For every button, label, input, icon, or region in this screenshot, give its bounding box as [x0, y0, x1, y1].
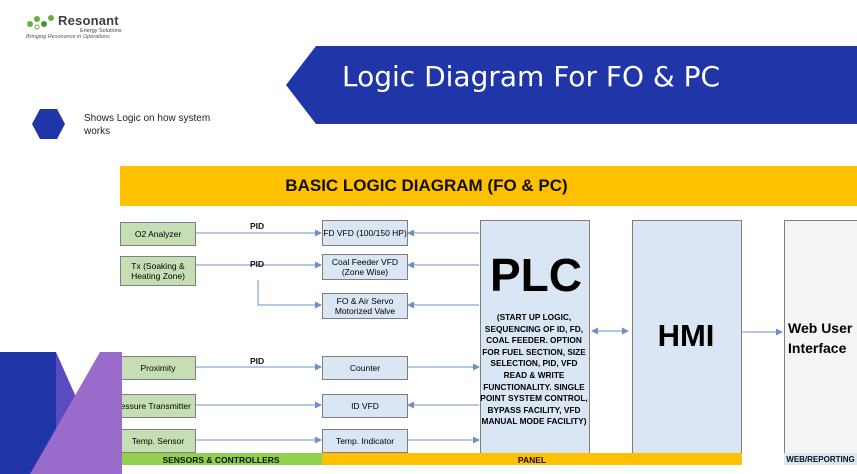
- hexagon-bullet-icon: [32, 109, 65, 139]
- logic-diagram: BASIC LOGIC DIAGRAM (FO & PC) O2 Ana: [120, 166, 857, 474]
- diagram-title: BASIC LOGIC DIAGRAM (FO & PC): [120, 166, 857, 206]
- web-interface-box: [784, 220, 857, 455]
- footer-panel: PANEL: [322, 453, 742, 465]
- resonant-logo-icon: [27, 15, 54, 30]
- ctrl-coal-feeder-vfd: Coal Feeder VFD (Zone Wise): [322, 254, 408, 280]
- plc-description: (START UP LOGIC, SEQUENCING OF ID, FD, C…: [480, 312, 588, 427]
- footer-sensors: SENSORS & CONTROLLERS: [120, 453, 322, 465]
- logo-name: Resonant: [58, 13, 119, 28]
- sensor-o2-analyzer: O2 Analyzer: [120, 222, 196, 246]
- title-banner: [286, 46, 857, 124]
- ctrl-counter: Counter: [322, 356, 408, 380]
- footer-web: WEB/REPORTING: [784, 453, 857, 465]
- logo-tagline: Bringing Resonance in Operations: [26, 34, 110, 40]
- logo-subtitle: Energy Solutions: [80, 28, 122, 34]
- pid-label: PID: [250, 259, 265, 269]
- plc-box: [480, 220, 590, 455]
- web-interface-title: Web User Interface: [788, 320, 853, 356]
- sensor-tx-zone: Tx (Soaking & Heating Zone): [120, 256, 196, 286]
- hmi-title: HMI: [657, 318, 715, 353]
- sensor-temp: Temp. Sensor: [120, 429, 196, 453]
- ctrl-fd-vfd: FD VFD (100/150 HP): [322, 220, 408, 246]
- sensor-pressure-transmitter: Pressure Transmitter: [120, 394, 196, 418]
- ctrl-temp-indicator: Temp. Indicator: [322, 429, 408, 453]
- page-title: Logic Diagram For FO & PC: [342, 60, 721, 93]
- hmi-box: [632, 220, 742, 455]
- pid-label: PID: [250, 356, 265, 366]
- pid-label: PID: [250, 221, 265, 231]
- plc-title: PLC: [490, 249, 582, 301]
- diagram-connectors: [195, 229, 783, 444]
- sensor-proximity: Proximity: [120, 356, 196, 380]
- decorative-shapes: [0, 352, 122, 474]
- ctrl-fo-air-servo: FO & Air Servo Motorized Valve: [322, 293, 408, 319]
- ctrl-id-vfd: ID VFD: [322, 394, 408, 418]
- bullet-text: Shows Logic on how system works: [84, 113, 211, 137]
